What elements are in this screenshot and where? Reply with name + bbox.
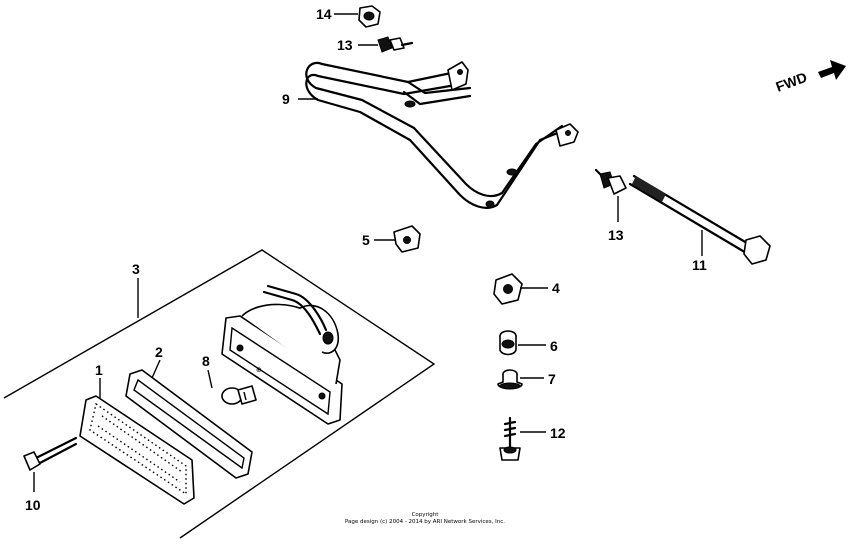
leader-2	[151, 359, 161, 379]
part-4-nut[interactable]	[493, 273, 523, 305]
part-3-housing[interactable]: ⊕	[221, 284, 343, 425]
part-13-bolt-upper[interactable]	[377, 36, 414, 53]
part-6-grommet[interactable]	[499, 330, 517, 356]
callout-2: 2	[155, 344, 163, 360]
callout-12: 12	[550, 425, 566, 441]
fwd-direction-arrow: FWD	[774, 60, 846, 95]
part-5-clip-nut[interactable]	[393, 225, 421, 253]
callout-11: 11	[692, 257, 707, 273]
copyright-line-2: Page design (c) 2004 - 2014 by ARI Netwo…	[345, 519, 505, 525]
callout-14: 14	[316, 6, 332, 22]
part-12-screw[interactable]	[499, 416, 521, 461]
part-8-bulb[interactable]	[221, 385, 257, 405]
housing-mark: ⊕	[256, 366, 262, 374]
part-9-bracket[interactable]	[305, 61, 579, 209]
leader-8	[207, 369, 213, 389]
callout-5: 5	[362, 232, 370, 248]
callout-10: 10	[25, 497, 41, 513]
callout-3: 3	[132, 261, 140, 277]
callout-13-lower: 13	[608, 227, 624, 243]
part-10-screw[interactable]	[23, 436, 78, 471]
callout-4: 4	[552, 280, 560, 296]
callout-13-upper: 13	[337, 37, 353, 53]
assembly-outline-3	[3, 249, 436, 539]
callout-1: 1	[95, 362, 103, 378]
callout-6: 6	[550, 338, 558, 354]
part-13-bolt-lower[interactable]	[594, 168, 627, 195]
callout-7: 7	[548, 371, 556, 387]
callout-9: 9	[282, 91, 290, 107]
part-14-nut[interactable]	[358, 5, 381, 28]
fwd-arrow-icon	[818, 60, 846, 80]
part-7-collar[interactable]	[497, 369, 523, 390]
part-11-long-bolt[interactable]	[628, 174, 771, 265]
copyright-line-1: Copyright	[412, 512, 440, 518]
part-1-lens[interactable]	[79, 395, 195, 505]
fwd-label: FWD	[774, 69, 809, 95]
part-2-gasket[interactable]	[125, 369, 253, 479]
callout-8: 8	[202, 353, 210, 369]
